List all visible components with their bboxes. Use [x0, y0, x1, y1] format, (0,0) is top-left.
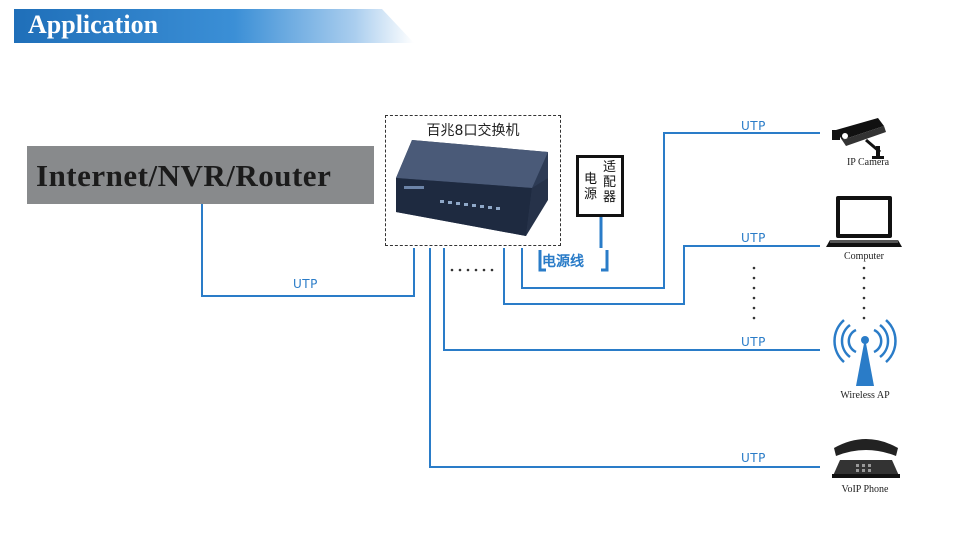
link-computer — [503, 245, 820, 305]
header-banner — [14, 9, 414, 43]
wireless-ap-icon — [833, 319, 897, 363]
utp-label-voip-phone: UTP — [741, 451, 766, 465]
device-label-computer: Computer — [844, 251, 884, 262]
link-ip-camera — [521, 132, 820, 289]
link-router — [201, 204, 415, 297]
vertical-dots — [752, 266, 866, 320]
ellipsis-dots — [450, 268, 494, 272]
power-bracket — [538, 250, 609, 272]
router-box — [27, 146, 374, 204]
phone-icon — [832, 439, 900, 478]
utp-label-computer: UTP — [741, 231, 766, 245]
link-wireless-ap — [443, 248, 820, 351]
adapter-label-left: 电源 — [584, 172, 598, 202]
page-title: Application — [28, 10, 159, 39]
utp-label-wireless-ap: UTP — [741, 335, 766, 349]
power-line-label: 电源线 — [542, 254, 584, 270]
utp-label-ip-camera: UTP — [741, 119, 766, 133]
ip-camera-icon — [832, 118, 886, 159]
device-label-ip-camera: IP Camera — [846, 157, 890, 168]
utp-label-router: UTP — [293, 277, 318, 291]
adapter-label-right: 适配器 — [603, 160, 617, 205]
router-label: Internet/NVR/Router — [36, 158, 332, 193]
device-label-wireless-ap: Wireless AP — [840, 390, 890, 401]
switch-label: 百兆8口交换机 — [426, 123, 520, 139]
device-label-voip-phone: VoIP Phone — [841, 484, 889, 495]
power-adapter — [576, 155, 624, 217]
laptop-icon — [826, 196, 902, 247]
switch-frame — [385, 115, 561, 246]
link-voip-phone — [429, 248, 820, 468]
wireless-ap-tower — [856, 336, 874, 386]
switch-icon — [396, 140, 548, 236]
